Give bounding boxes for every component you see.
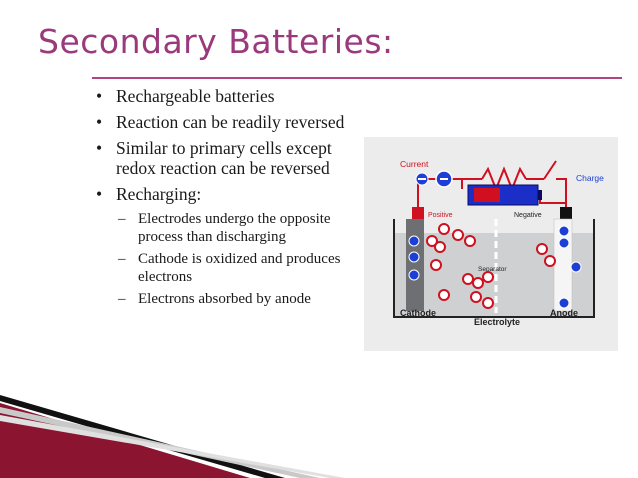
label-negative: Negative [514,212,542,219]
label-charge: Charge [576,173,604,183]
resistor-icon [481,166,527,192]
sub-bullet-item: Cathode is oxidized and produces electro… [96,250,366,286]
electron-icon [570,261,582,273]
switch-icon [543,160,557,180]
electron-icon [558,237,570,249]
label-electrolyte: Electrolyte [474,317,520,327]
positive-ion-icon [462,273,474,285]
sub-bullet-item: Electrons absorbed by anode [96,290,366,308]
battery-diagram: Current Charge Positive Negative Separat… [364,137,618,351]
charger-battery-terminal [538,190,542,200]
charger-battery-positive [474,188,500,202]
label-cathode: Cathode [400,308,436,318]
electron-icon [408,269,420,281]
electron-icon [558,297,570,309]
positive-ion-icon [472,277,484,289]
slide-title: Secondary Batteries: [38,22,394,61]
sub-bullet-list: Electrodes undergo the opposite process … [96,210,366,308]
battery-diagram-svg: Current Charge Positive Negative Separat… [393,159,604,327]
cell-container [393,219,595,318]
circuit-wire [539,195,566,204]
positive-ion-icon [470,291,482,303]
bullet-item: Recharging: [96,184,366,204]
positive-ion-icon [482,271,494,283]
bullet-item: Reaction can be readily reversed [96,112,366,132]
positive-ion-icon [426,235,438,247]
electron-icon [408,251,420,263]
circuit-wire [556,178,567,213]
label-anode: Anode [550,308,578,318]
electron-icon [558,225,570,237]
positive-ion-icon [438,289,450,301]
positive-ion-icon [434,241,446,253]
label-positive: Positive [428,212,453,219]
title-divider [92,77,622,79]
positive-ion-icon [452,229,464,241]
positive-terminal [412,207,424,219]
positive-ions [426,223,556,309]
label-current: Current [400,159,429,169]
label-separator: Separator [478,266,507,273]
positive-ion-icon [536,243,548,255]
stripe-shape [0,415,345,478]
positive-ion-icon [430,259,442,271]
bullet-list: Rechargeable batteries Reaction can be r… [96,86,366,312]
decorative-corner-stripes [0,395,345,478]
positive-ion-icon [482,297,494,309]
electrons [408,225,582,309]
minus-sign [418,178,426,180]
bullet-item: Rechargeable batteries [96,86,366,106]
cathode-electrode [406,219,424,311]
sub-bullet-item: Electrodes undergo the opposite process … [96,210,366,246]
electron-icon [408,235,420,247]
positive-ion-icon [438,223,450,235]
negative-terminal [560,207,572,219]
bullet-item: Similar to primary cells except redox re… [96,138,366,178]
minus-sign [440,178,448,180]
positive-ion-icon [464,235,476,247]
positive-ion-icon [544,255,556,267]
